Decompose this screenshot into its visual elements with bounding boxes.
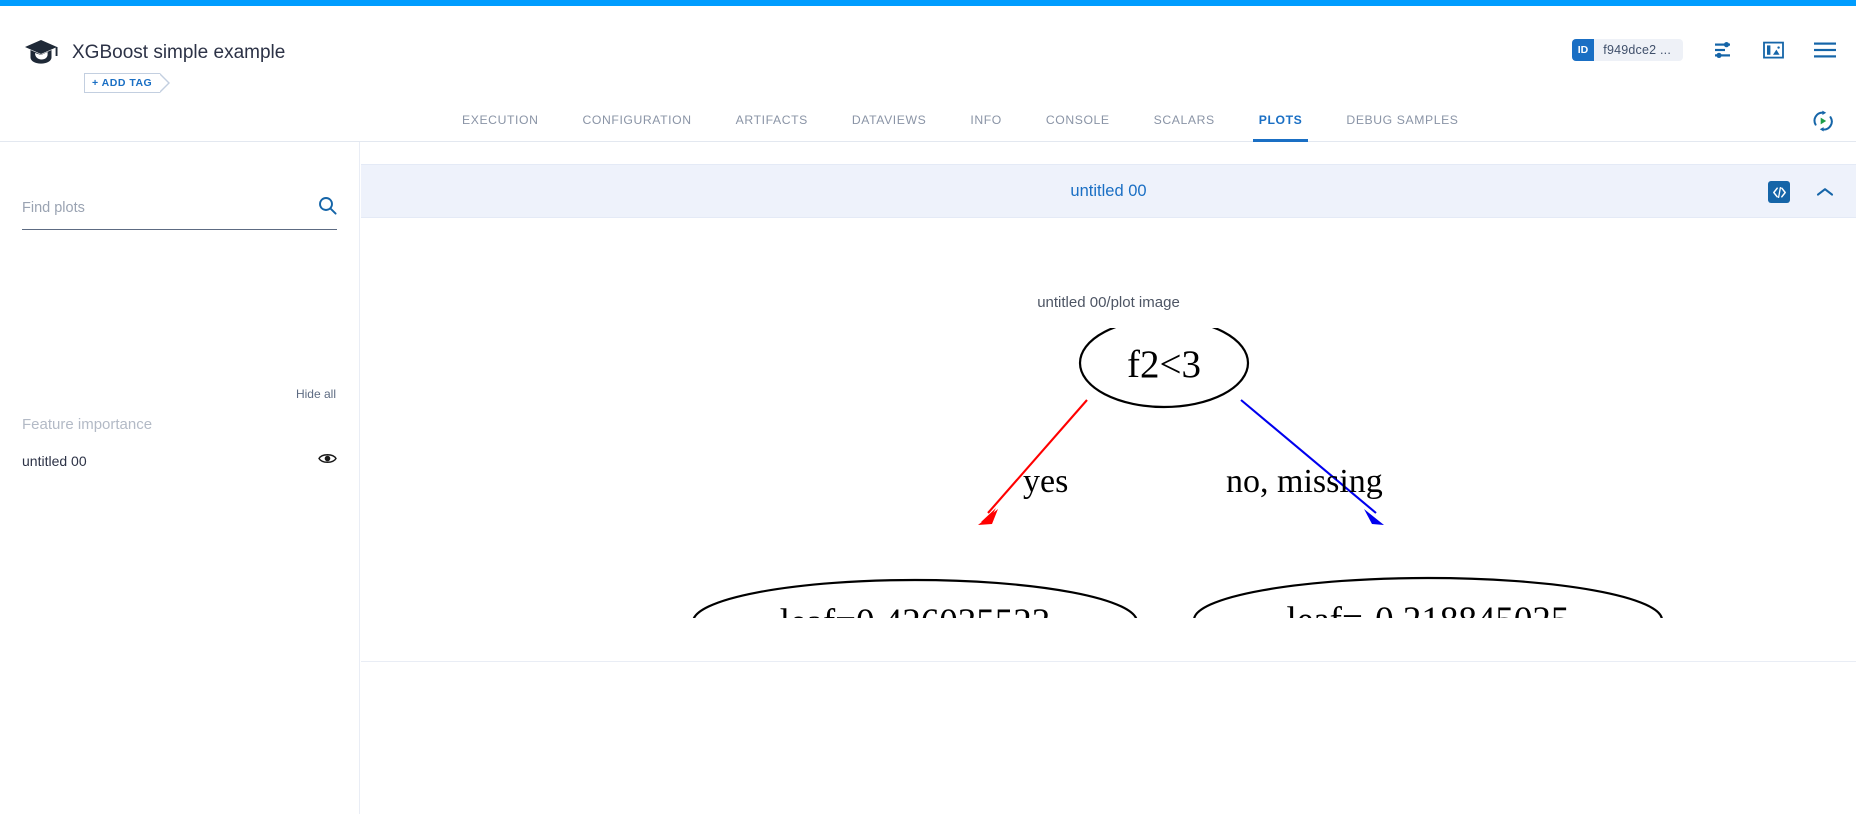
list-item-label: untitled 00 [22, 453, 87, 469]
tab-debug-samples[interactable]: DEBUG SAMPLES [1324, 99, 1480, 142]
tree-node-right-leaf: leaf=-0.218845025 [1193, 576, 1663, 618]
page-title: XGBoost simple example [72, 42, 286, 63]
tree-node-left-leaf-label: leaf=0.426035523 [780, 602, 1051, 618]
sidebar-item-untitled-00[interactable]: untitled 00 [22, 452, 337, 470]
id-chip-tag: ID [1571, 39, 1595, 61]
plot-group-label: Feature importance [22, 416, 153, 433]
tab-execution[interactable]: EXECUTION [440, 99, 561, 142]
plot-body: untitled 00/plot image f2<3 [361, 218, 1856, 662]
tab-label: EXECUTION [462, 113, 539, 127]
tab-console[interactable]: CONSOLE [1024, 99, 1132, 142]
image-panel-icon[interactable] [1763, 40, 1784, 60]
search-input[interactable] [22, 200, 262, 216]
tab-label: INFO [970, 113, 1002, 127]
tree-edge-label-yes: yes [1023, 463, 1068, 500]
tab-label: DATAVIEWS [851, 113, 927, 127]
auto-refresh-play-icon[interactable] [1810, 108, 1836, 134]
log-lines-icon[interactable] [1713, 40, 1733, 60]
tab-label: CONFIGURATION [582, 113, 692, 127]
hamburger-menu-icon[interactable] [1814, 41, 1836, 59]
tree-node-left-leaf: leaf=0.426035523 [692, 578, 1138, 618]
plot-card-actions [1768, 165, 1834, 219]
chevron-up-icon[interactable] [1816, 186, 1834, 198]
tree-edge-no-missing [1240, 399, 1384, 525]
plot-card-title: untitled 00 [1070, 181, 1147, 200]
tab-plots[interactable]: PLOTS [1237, 99, 1325, 142]
graduation-cap-icon [24, 38, 58, 66]
hide-all-button[interactable]: Hide all [295, 387, 336, 401]
header-actions: ID f949dce2 ... [1571, 39, 1836, 61]
plot-card-header: untitled 00 [361, 164, 1856, 218]
tab-label: CONSOLE [1045, 113, 1110, 127]
code-view-button[interactable] [1768, 181, 1790, 203]
tab-dataviews[interactable]: DATAVIEWS [830, 99, 948, 142]
plot-caption: untitled 00/plot image [1037, 294, 1180, 311]
page-header: XGBoost simple example + ADD TAG ID f949… [0, 6, 1856, 99]
add-tag-label: + ADD TAG [92, 77, 153, 89]
plot-card: untitled 00 untitled 00/plot image [361, 142, 1856, 662]
tree-node-right-leaf-label: leaf=-0.218845025 [1287, 600, 1570, 618]
tab-label: DEBUG SAMPLES [1346, 113, 1459, 127]
tab-bar: EXECUTION CONFIGURATION ARTIFACTS DATAVI… [0, 99, 1856, 142]
tab-scalars[interactable]: SCALARS [1132, 99, 1237, 142]
xgboost-decision-tree-figure: f2<3 leaf=0.426035523 leaf=-0.218845025 … [692, 328, 1663, 618]
plots-sidebar: Hide all Feature importance untitled 00 [0, 142, 360, 814]
tree-edge-yes [978, 399, 1088, 525]
tab-list: EXECUTION CONFIGURATION ARTIFACTS DATAVI… [440, 99, 1481, 142]
tab-artifacts[interactable]: ARTIFACTS [714, 99, 830, 142]
tab-info[interactable]: INFO [948, 99, 1024, 142]
tree-node-root: f2<3 [1078, 328, 1250, 409]
tree-edge-label-no-missing: no, missing [1226, 463, 1383, 500]
tab-label: PLOTS [1258, 113, 1303, 127]
experiment-id-chip[interactable]: ID f949dce2 ... [1571, 39, 1683, 61]
eye-icon[interactable] [318, 452, 337, 470]
search-row [22, 196, 337, 230]
add-tag-button[interactable]: + ADD TAG [84, 73, 171, 93]
search-icon[interactable] [318, 196, 337, 220]
tab-label: ARTIFACTS [735, 113, 808, 127]
id-chip-value: f949dce2 ... [1603, 43, 1671, 57]
tree-node-root-label: f2<3 [1127, 343, 1201, 386]
tab-label: SCALARS [1153, 113, 1215, 127]
tab-configuration[interactable]: CONFIGURATION [561, 99, 714, 142]
